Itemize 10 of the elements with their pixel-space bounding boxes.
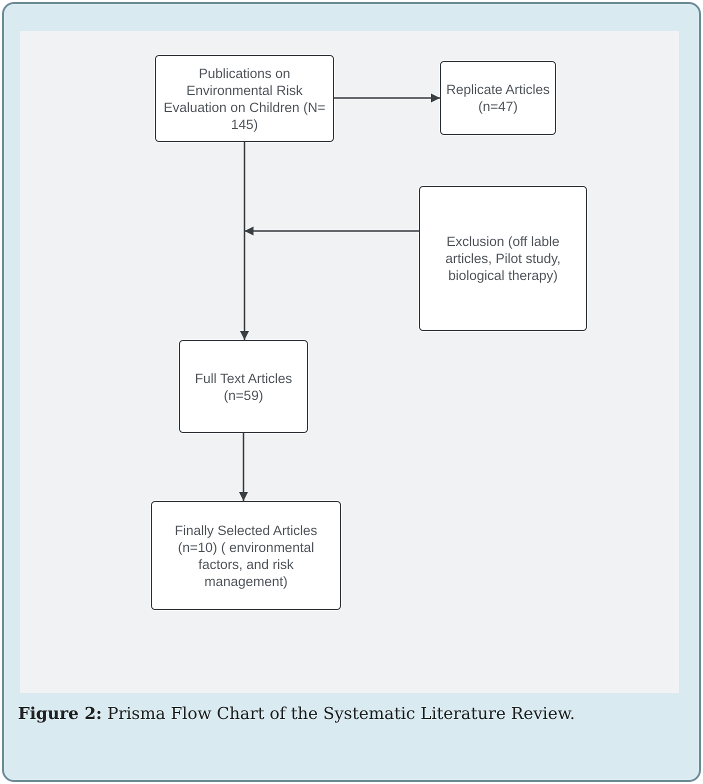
process-box: Full Text Articles (n=59) <box>179 340 308 433</box>
arrow <box>244 226 419 236</box>
process-box: Replicate Articles (n=47) <box>440 61 556 135</box>
process-box: Publications on Environmental Risk Evaluation on Children (N= 145) <box>155 55 334 142</box>
figure-caption: Figure 2: Prisma Flow Chart of the Systematic Literature Review. <box>18 703 576 725</box>
arrow <box>334 94 440 102</box>
arrow <box>240 142 249 340</box>
arrow <box>239 433 248 501</box>
process-box: Finally Selected Articles (n=10) ( environmental factors, and risk management) <box>151 501 341 610</box>
process-box: Exclusion (off lable articles, Pilot study, biological therapy) <box>419 186 587 331</box>
